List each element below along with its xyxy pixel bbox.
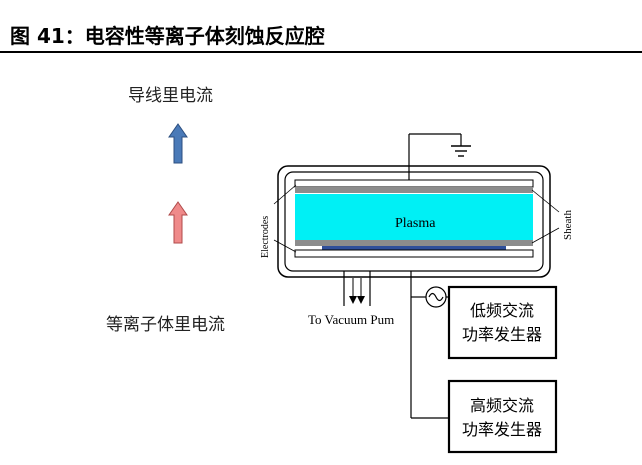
plasma-label: Plasma [395,216,436,231]
wire-current-arrow-icon [168,123,188,164]
upper-electrode [294,179,534,188]
sheath-pointer-top [531,189,560,213]
ac-source-icon [425,286,447,308]
lower-sheath [295,240,533,246]
upper-sheath [295,187,533,193]
lower-electrode [294,249,534,258]
pump-arrow-right-icon [357,296,365,304]
sheath-label: Sheath [562,210,574,240]
high-freq-generator-line2: 功率发生器 [462,420,542,439]
electrodes-pointer-bottom [273,239,297,253]
vacuum-pump-label: To Vacuum Pum [308,312,394,327]
substrate-wafer [322,246,506,250]
low-freq-generator-box [447,285,558,360]
high-freq-generator-box [447,379,558,454]
low-freq-generator-line1: 低频交流 [470,301,534,320]
title-divider [0,51,642,53]
electrodes-pointer-top [273,184,297,205]
plasma-current-arrow-icon [168,201,188,244]
wire-current-label: 导线里电流 [128,86,213,106]
high-freq-generator-line1: 高频交流 [470,396,534,415]
pump-arrow-left-icon [349,296,357,304]
page-title: 图 41：电容性等离子体刻蚀反应腔 [10,24,325,48]
electrodes-label: Electrodes [260,216,271,258]
plasma-current-label: 等离子体里电流 [106,315,225,335]
sheath-pointer-bottom [531,227,560,244]
ground-icon [451,145,471,157]
plasma-region [295,194,533,240]
low-freq-generator-line2: 功率发生器 [462,325,542,344]
